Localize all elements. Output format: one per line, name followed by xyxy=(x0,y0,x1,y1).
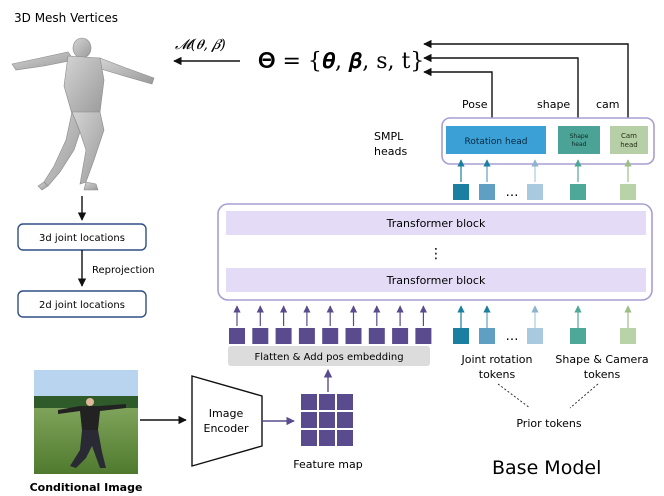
flatten-label: Flatten & Add pos embedding xyxy=(254,352,403,363)
feature-map-label: Feature map xyxy=(293,458,363,471)
feature-map-cell xyxy=(337,394,353,410)
top-output-tokens xyxy=(453,159,636,200)
transformer-vdots: ⋮ xyxy=(429,246,443,262)
feature-map-cell xyxy=(301,412,317,428)
prior-token-ellipsis: … xyxy=(506,329,519,344)
feature-map-cell xyxy=(337,430,353,446)
feature-token xyxy=(298,328,315,344)
mesh-title: 3D Mesh Vertices xyxy=(14,11,118,25)
reprojection-label: Reprojection xyxy=(92,265,155,276)
feature-map-cell xyxy=(337,412,353,428)
top-token-joint-2 xyxy=(479,184,495,200)
joint-rotation-tokens-label-1: Joint rotation xyxy=(461,353,533,366)
image-encoder-label-2: Encoder xyxy=(204,422,249,435)
transformer-block-bottom xyxy=(226,268,646,292)
rotation-head-label: Rotation head xyxy=(465,137,528,147)
shape-head xyxy=(558,126,600,154)
top-token-cam xyxy=(620,184,636,200)
mesh-figure xyxy=(11,37,155,191)
theta-equation: 𝚯 = {𝜽, 𝜷, s, t} xyxy=(258,49,424,74)
feature-token xyxy=(322,328,339,344)
prior-token-shape xyxy=(570,328,586,344)
joint-2d-node xyxy=(17,290,147,318)
cam-head-label-2: head xyxy=(620,141,637,149)
top-token-joint-1 xyxy=(453,184,469,200)
feature-map-cell xyxy=(319,394,335,410)
feature-token xyxy=(415,328,432,344)
feature-map-cell xyxy=(319,430,335,446)
prior-tokens-label: Prior tokens xyxy=(516,417,582,430)
transformer-block-top xyxy=(226,211,646,235)
conditional-image-label: Conditional Image xyxy=(30,481,143,494)
shape-camera-tokens-label-1: Shape & Camera xyxy=(555,353,648,366)
joint-rotation-tokens-label-2: tokens xyxy=(479,368,516,381)
cam-label: cam xyxy=(596,98,620,111)
mesh-function: 𝓜(𝜽, 𝜷) xyxy=(175,37,226,53)
transformer-block-bottom-label: Transformer block xyxy=(386,274,486,287)
shape-head-label-1: Shape xyxy=(570,133,589,140)
prior-token-joint-1 xyxy=(453,328,469,344)
top-token-ellipsis: … xyxy=(506,185,519,200)
top-token-shape xyxy=(570,184,586,200)
feature-token xyxy=(368,328,385,344)
shape-camera-tokens-label-2: tokens xyxy=(584,368,621,381)
base-model-label: Base Model xyxy=(492,457,601,479)
joint-3d-label: 3d joint locations xyxy=(39,233,125,244)
feature-token xyxy=(229,328,245,344)
shape-label: shape xyxy=(537,98,570,111)
smpl-heads-label-1: SMPL xyxy=(374,130,404,143)
feature-tokens xyxy=(229,305,432,344)
prior-token-cam xyxy=(620,328,636,344)
feature-token xyxy=(392,328,409,344)
conditional-image xyxy=(34,370,138,474)
flatten-bar xyxy=(228,346,430,366)
image-encoder-label-1: Image xyxy=(209,407,244,420)
feature-map-cell xyxy=(301,394,317,410)
feature-token xyxy=(275,328,292,344)
prior-token-joint-2 xyxy=(479,328,495,344)
prior-tokens xyxy=(453,305,636,344)
transformer-block-top-label: Transformer block xyxy=(386,217,486,230)
shape-head-label-2: head xyxy=(572,141,587,148)
top-token-joint-n xyxy=(527,184,543,200)
prior-token-joint-n xyxy=(527,328,543,344)
cam-head-label-1: Cam xyxy=(621,132,637,140)
joint-2d-label: 2d joint locations xyxy=(39,300,125,311)
feature-token xyxy=(345,328,362,344)
feature-token xyxy=(252,328,269,344)
cam-head xyxy=(610,126,648,154)
prior-token-braces xyxy=(497,383,599,409)
head-output-lines xyxy=(423,39,629,126)
smpl-heads-label-2: heads xyxy=(374,145,407,158)
rotation-head xyxy=(446,126,546,154)
pose-label: Pose xyxy=(462,98,488,111)
feature-map-cell xyxy=(301,430,317,446)
feature-map-cell xyxy=(319,412,335,428)
feature-map-grid xyxy=(301,394,353,446)
image-encoder xyxy=(191,375,263,467)
